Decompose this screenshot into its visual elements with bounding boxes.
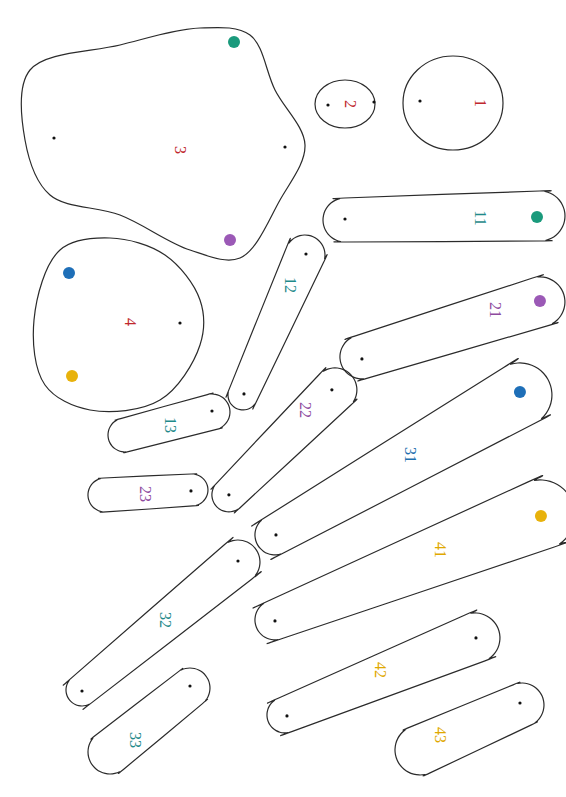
point-mark [189,489,192,492]
point-mark [343,217,346,220]
piece-number: 1 [472,99,488,107]
pattern-piece: 41 [251,476,566,644]
piece-outline [13,16,317,270]
piece-outline [22,226,212,422]
pattern-piece: 4 [22,226,212,422]
outline-path [253,476,566,644]
point-mark [283,145,286,148]
pattern-piece: 2 [313,78,377,130]
color-mark [66,370,78,382]
pattern-piece: 43 [391,679,548,779]
point-mark [274,533,277,536]
pattern-piece: 22 [208,364,361,516]
point-mark [80,689,83,692]
pattern-piece: 31 [251,359,556,559]
piece-outline [319,187,566,246]
color-mark [63,267,75,279]
outline-path [267,610,500,736]
outline-path [323,191,565,242]
color-mark [531,211,543,223]
piece-number: 3 [172,146,188,154]
piece-number: 2 [342,100,358,108]
piece-outline [224,231,329,414]
pattern-piece: 3 [13,16,317,270]
outline-path [403,56,503,150]
outline-path [33,238,203,412]
piece-number: 33 [127,732,143,748]
point-mark [273,619,276,622]
outline-path [88,474,208,512]
outline-path [226,235,327,410]
point-mark [178,321,181,324]
piece-outline [391,679,548,779]
point-mark [285,714,288,717]
point-mark [326,103,329,106]
color-mark [534,295,546,307]
pattern-piece: 42 [263,609,504,737]
piece-number: 12 [282,277,298,293]
point-mark [52,136,55,139]
point-mark [210,409,213,412]
piece-outline [208,364,361,516]
pattern-piece: 13 [104,390,234,456]
outline-path [108,393,230,453]
point-mark [236,559,239,562]
pattern-piece: 12 [224,231,329,414]
color-mark [535,510,547,522]
piece-outline [336,273,566,383]
pattern-piece: 21 [336,273,566,383]
piece-outline [251,476,566,644]
piece-outline [401,54,505,152]
piece-number: 31 [402,447,418,463]
pattern-piece: 1 [401,54,505,152]
point-mark [474,636,477,639]
point-mark [518,701,521,704]
pattern-piece: 11 [319,187,566,246]
point-mark [227,493,230,496]
pattern-piece: 23 [84,470,212,516]
piece-number: 32 [157,612,173,628]
piece-number: 11 [472,210,488,225]
piece-number: 43 [432,727,448,743]
piece-number: 21 [487,302,503,318]
point-mark [372,100,375,103]
piece-number: 42 [372,662,388,678]
outline-path [252,359,552,560]
point-mark [304,252,307,255]
piece-number: 22 [297,402,313,418]
piece-outline [84,664,214,778]
color-mark [514,386,526,398]
point-mark [418,99,421,102]
outline-path [315,80,375,128]
point-mark [330,388,333,391]
color-mark [228,36,240,48]
color-mark [224,234,236,246]
outline-path [88,668,210,774]
outline-path [21,27,305,260]
piece-number: 41 [432,542,448,558]
pattern-piece: 33 [84,664,214,778]
point-mark [188,684,191,687]
outline-path [395,682,544,776]
point-mark [242,392,245,395]
piece-number: 23 [137,486,153,502]
outline-path [211,368,357,513]
piece-number: 13 [162,417,178,433]
point-mark [360,357,363,360]
piece-number: 4 [122,318,138,326]
